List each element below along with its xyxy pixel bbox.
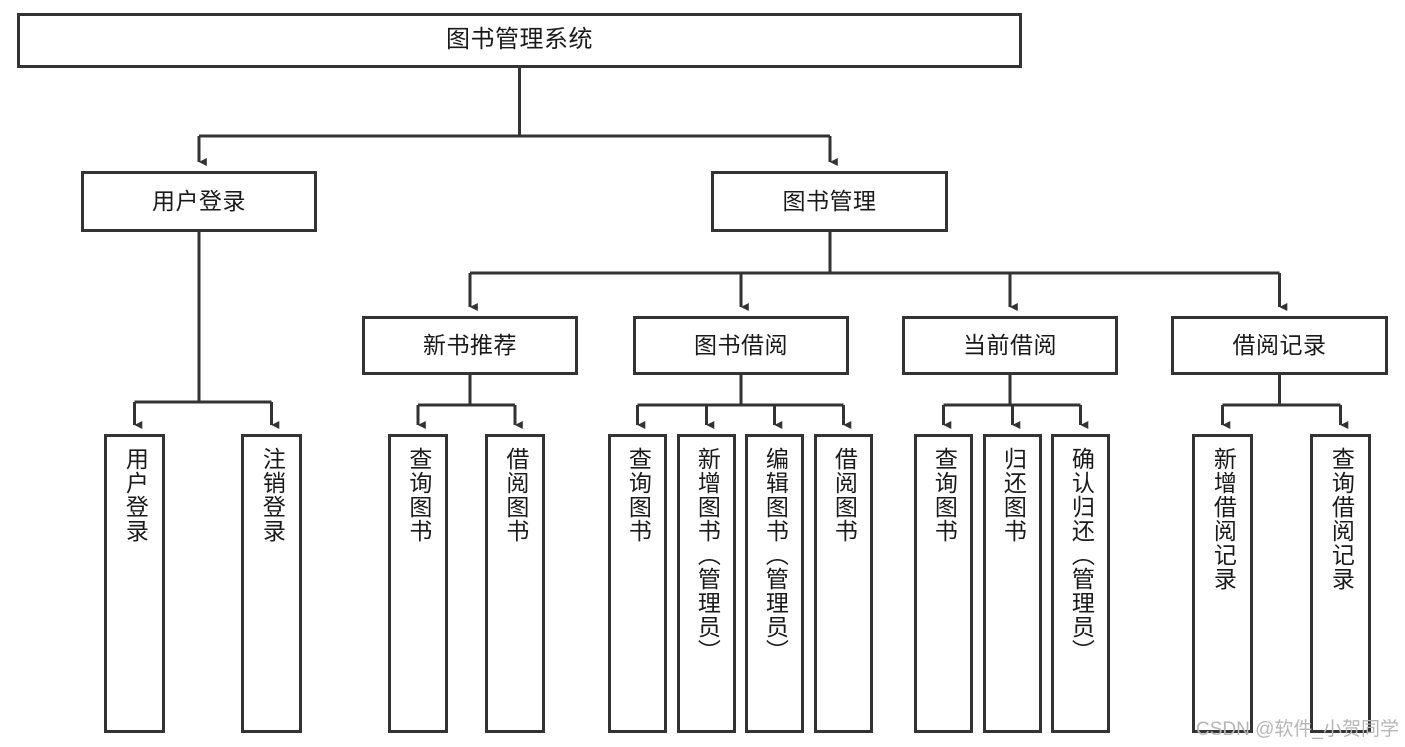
leaf-user-login[interactable]: 用户登录 bbox=[104, 434, 165, 733]
leaf-query-books-current[interactable]: 查询图书 bbox=[914, 434, 973, 733]
node-user-login[interactable]: 用户登录 bbox=[81, 171, 317, 232]
node-label: 用户登录 bbox=[152, 187, 246, 214]
node-label: 图书借阅 bbox=[694, 331, 788, 358]
node-label: 借阅图书 bbox=[831, 447, 858, 543]
node-label: 确认归还（管理员） bbox=[1068, 447, 1095, 663]
node-borrow-records[interactable]: 借阅记录 bbox=[1171, 316, 1388, 375]
leaf-borrow-books[interactable]: 借阅图书 bbox=[814, 434, 873, 733]
leaf-logout[interactable]: 注销登录 bbox=[241, 434, 302, 733]
node-label: 注销登录 bbox=[259, 447, 286, 543]
node-label: 新增图书（管理员） bbox=[694, 447, 721, 663]
node-label: 用户登录 bbox=[122, 447, 149, 543]
node-label: 当前借阅 bbox=[963, 331, 1057, 358]
leaf-return-books[interactable]: 归还图书 bbox=[983, 434, 1042, 733]
node-book-borrow[interactable]: 图书借阅 bbox=[633, 316, 849, 375]
node-label: 借阅图书 bbox=[502, 447, 529, 543]
node-current-borrow[interactable]: 当前借阅 bbox=[902, 316, 1118, 375]
leaf-borrow-books-recommend[interactable]: 借阅图书 bbox=[485, 434, 545, 733]
node-label: 图书管理 bbox=[782, 187, 877, 214]
leaf-confirm-return-admin[interactable]: 确认归还（管理员） bbox=[1051, 434, 1110, 733]
node-root-system[interactable]: 图书管理系统 bbox=[17, 13, 1022, 68]
leaf-edit-book-admin[interactable]: 编辑图书（管理员） bbox=[745, 434, 804, 733]
node-label: 编辑图书（管理员） bbox=[762, 447, 789, 663]
node-new-book-recommend[interactable]: 新书推荐 bbox=[362, 316, 578, 375]
leaf-add-book-admin[interactable]: 新增图书（管理员） bbox=[677, 434, 736, 733]
leaf-query-books-recommend[interactable]: 查询图书 bbox=[388, 434, 448, 733]
node-label: 新书推荐 bbox=[423, 331, 517, 358]
node-book-management[interactable]: 图书管理 bbox=[711, 171, 948, 232]
leaf-add-borrow-record[interactable]: 新增借阅记录 bbox=[1192, 434, 1253, 733]
node-label: 图书管理系统 bbox=[446, 26, 593, 54]
node-label: 新增借阅记录 bbox=[1210, 447, 1237, 591]
node-label: 查询图书 bbox=[405, 447, 432, 543]
csdn-watermark: CSDN @软件_小贺同学 bbox=[1196, 719, 1399, 740]
node-label: 借阅记录 bbox=[1232, 331, 1327, 358]
node-label: 查询图书 bbox=[625, 447, 652, 543]
node-label: 查询图书 bbox=[931, 447, 958, 543]
node-label: 查询借阅记录 bbox=[1328, 447, 1355, 591]
leaf-query-borrow-record[interactable]: 查询借阅记录 bbox=[1310, 434, 1371, 733]
leaf-query-books-borrow[interactable]: 查询图书 bbox=[608, 434, 667, 733]
node-label: 归还图书 bbox=[1000, 447, 1027, 543]
